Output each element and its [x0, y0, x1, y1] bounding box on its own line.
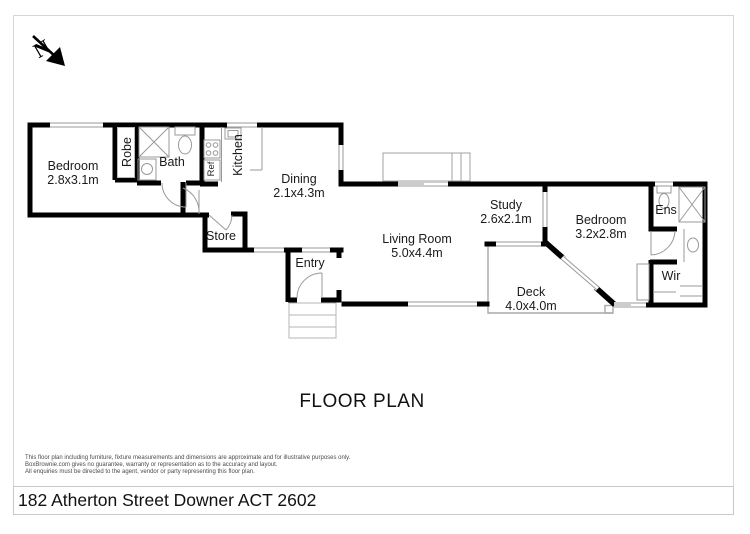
room-label-living-room: Living Room 5.0x4.4m	[382, 232, 451, 260]
doors	[161, 182, 676, 299]
room-label-store: Store	[206, 229, 236, 243]
room-name: Ens	[655, 203, 677, 217]
room-dims: 2.1x4.3m	[273, 186, 325, 200]
room-name: Wir	[661, 269, 681, 283]
deck-outline	[487, 246, 614, 314]
room-name: Dining	[281, 172, 317, 186]
room-dims: 5.0x4.4m	[391, 246, 443, 260]
room-name: Bedroom	[47, 159, 99, 173]
room-name: Ref	[206, 161, 217, 177]
room-dims: 3.2x2.8m	[575, 227, 627, 241]
ens-fixtures	[656, 185, 706, 262]
room-label-study: Study 2.6x2.1m	[480, 198, 531, 226]
disclaimer-line-2: BoxBrownie.com gives no guarantee, warra…	[25, 462, 278, 468]
disclaimer-line-1: This floor plan including furniture, fix…	[25, 455, 351, 461]
room-name: Deck	[516, 285, 546, 299]
room-label-ref: Ref	[205, 162, 219, 177]
room-name: Kitchen	[231, 134, 245, 176]
walls-diagonal	[542, 239, 617, 307]
wir-fixtures	[636, 263, 703, 301]
room-dims: 4.0x4.0m	[505, 299, 557, 313]
room-label-ens: Ens	[655, 203, 677, 217]
room-label-dining: Dining 2.1x4.3m	[273, 172, 324, 200]
kitchen-fixtures	[203, 127, 263, 182]
walls	[27, 122, 708, 308]
room-name: Store	[206, 229, 236, 243]
robe-shelf	[117, 127, 135, 178]
property-address: 182 Atherton Street Downer ACT 2602	[18, 490, 317, 510]
disclaimer-line-3: All enquiries must be directed to the ag…	[25, 469, 255, 475]
room-label-bath: Bath	[159, 155, 185, 169]
room-label-kitchen: Kitchen	[231, 134, 245, 176]
room-label-entry: Entry	[295, 256, 324, 270]
windows	[50, 122, 673, 308]
room-label-bedroom-2: Bedroom 3.2x2.8m	[575, 213, 626, 241]
room-name: Living Room	[382, 232, 452, 246]
outdoor-bench	[382, 152, 471, 182]
room-dims: 2.6x2.1m	[480, 212, 532, 226]
room-label-deck: Deck 4.0x4.0m	[505, 285, 556, 313]
disclaimer-text: This floor plan including furniture, fix…	[25, 455, 350, 476]
page-title: FLOOR PLAN	[299, 391, 425, 412]
room-name: Robe	[120, 137, 134, 167]
room-name: Bedroom	[575, 213, 627, 227]
room-label-robe: Robe	[120, 137, 134, 167]
bath-fixtures	[137, 126, 196, 181]
address-bar: 182 Atherton Street Downer ACT 2602	[13, 486, 734, 515]
room-label-bedroom-1: Bedroom 2.8x3.1m	[47, 159, 98, 187]
room-name: Entry	[295, 256, 325, 270]
room-name: Study	[490, 198, 522, 212]
room-label-wir: Wir	[662, 269, 681, 283]
room-dims: 2.8x3.1m	[47, 173, 99, 187]
entry-porch-steps	[288, 302, 337, 339]
north-arrow-icon: N	[29, 35, 65, 66]
room-name: Bath	[159, 155, 185, 169]
